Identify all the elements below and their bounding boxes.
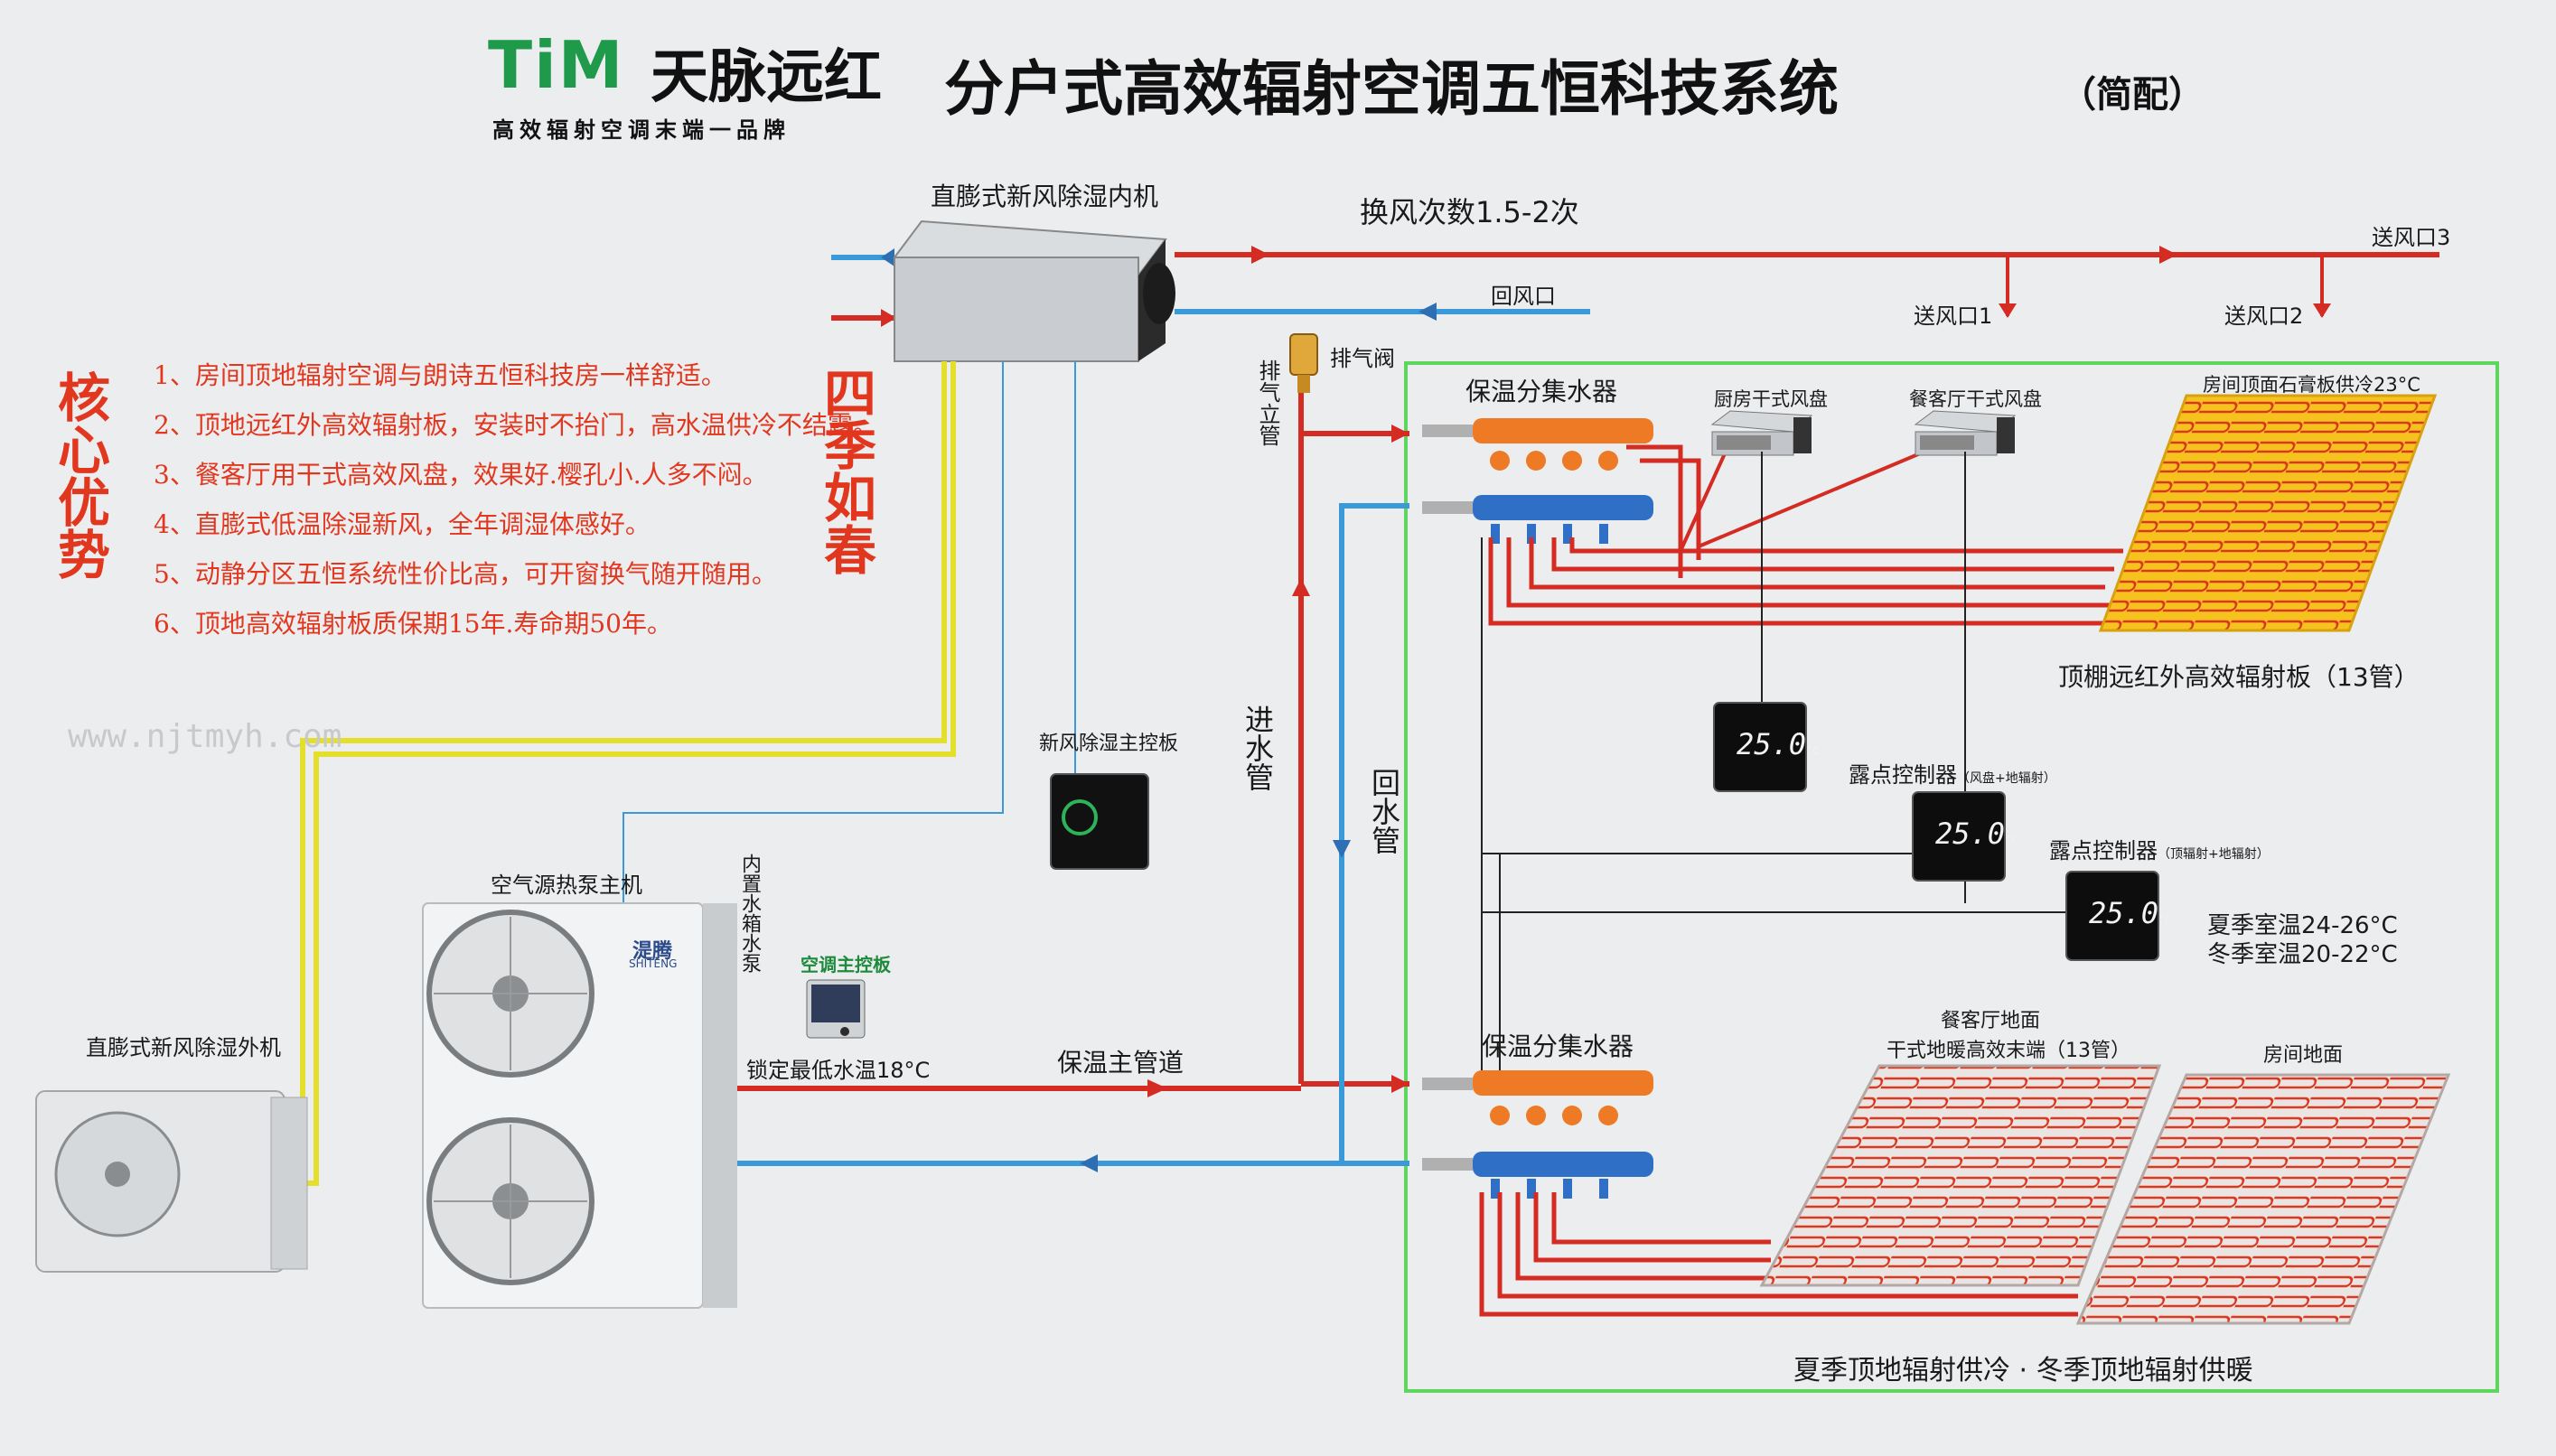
room-floor-panel bbox=[2075, 1073, 2451, 1325]
duct-arrow bbox=[1251, 246, 1269, 264]
thermostat-1-readout: 25.0°C bbox=[1737, 727, 1820, 761]
page-title: 分户式高效辐射空调五恒科技系统 bbox=[944, 53, 1839, 124]
advantage-item: 2、顶地远红外高效辐射板，安装时不抬门，高水温供冷不结露。 bbox=[154, 410, 878, 440]
supply-pipe-label: 进水管 bbox=[1241, 705, 1275, 791]
tank-pump-label: 内置水箱水泵 bbox=[738, 854, 761, 973]
advantage-item: 4、直膨式低温除湿新风，全年调湿体感好。 bbox=[154, 509, 651, 539]
advantage-item: 3、餐客厅用干式高效风盘，效果好.樱孔小.人多不闷。 bbox=[154, 460, 768, 490]
manifold-top-label: 保温分集水器 bbox=[1465, 377, 1618, 406]
thermostat-2-readout: 25.0°C bbox=[1935, 817, 2018, 851]
fresh-air-control-panel bbox=[1050, 773, 1149, 870]
heat-pump-unit bbox=[422, 902, 737, 1309]
thermostat-2 bbox=[1912, 791, 2006, 882]
dew-controller-1-title: 露点控制器 bbox=[1849, 762, 1957, 788]
thermostat-1-unit: °C bbox=[1806, 744, 1820, 757]
fresh-air-outdoor-unit bbox=[35, 1090, 308, 1273]
supply-outlet-1-label: 送风口1 bbox=[1914, 303, 1993, 329]
vent-riser-label: 排气立管 bbox=[1255, 359, 1280, 446]
thermostat-1-value: 25.0 bbox=[1737, 727, 1807, 761]
ceiling-panel-note: 房间顶面石膏板供冷23°C bbox=[2203, 374, 2420, 396]
thermostat-3-unit: °C bbox=[2158, 913, 2172, 926]
dew-controller-1-label: 露点控制器（风盘+地辐射） bbox=[1849, 757, 2056, 789]
brand-slogan: 高效辐射空调末端一品牌 bbox=[492, 117, 791, 143]
living-floor-label-1: 餐客厅地面 bbox=[1941, 1010, 2041, 1032]
vent-valve-label: 排气阀 bbox=[1330, 346, 1395, 371]
outdoor-unit-label: 直膨式新风除湿外机 bbox=[86, 1035, 281, 1060]
advantage-item: 5、动静分区五恒系统性价比高，可开窗换气随开随用。 bbox=[154, 559, 777, 589]
dew-controller-1-note: （风盘+地辐射） bbox=[1957, 771, 2056, 786]
control-wire-unit bbox=[623, 361, 1004, 912]
advantage-item: 1、房间顶地辐射空调与朗诗五恒科技房一样舒适。 bbox=[154, 360, 726, 390]
heat-pump-brand-cn: 湜腾 bbox=[632, 940, 673, 963]
living-fan-coil-graphic bbox=[1914, 410, 2017, 456]
manifold-top-graphic bbox=[1422, 418, 1653, 544]
kitchen-fan-coil-graphic bbox=[1710, 410, 1813, 456]
control-wiring bbox=[1481, 452, 2069, 1070]
ceiling-radiant-panel bbox=[2098, 394, 2438, 632]
duct-arrow bbox=[2159, 246, 2177, 264]
dew-controller-2-label: 露点控制器（顶辐射+地辐射） bbox=[2049, 833, 2270, 864]
indoor-unit-label: 直膨式新风除湿内机 bbox=[931, 182, 1159, 211]
four-seasons-slogan: 四季如春 bbox=[815, 366, 876, 575]
dew-controller-2-note: （顶辐射+地辐射） bbox=[2158, 847, 2270, 862]
room-floor-label: 房间地面 bbox=[2263, 1044, 2344, 1067]
thermostat-3 bbox=[2065, 871, 2159, 961]
website-watermark: www.njtmyh.com bbox=[68, 718, 342, 755]
supply-outlet-3-label: 送风口3 bbox=[2372, 225, 2451, 250]
thermostat-1 bbox=[1713, 702, 1807, 792]
main-pipe-label: 保温主管道 bbox=[1057, 1048, 1184, 1078]
kitchen-fan-coil-label: 厨房干式风盘 bbox=[1714, 388, 1828, 410]
supply-outlet-2-label: 送风口2 bbox=[2224, 303, 2304, 329]
ac-panel-label: 空调主控板 bbox=[801, 954, 891, 975]
thermostat-2-value: 25.0 bbox=[1935, 817, 2006, 851]
living-floor-label-2: 干式地暖高效末端（13管） bbox=[1887, 1040, 2130, 1062]
winter-temp-label: 冬季室温20-22°C bbox=[2207, 941, 2398, 968]
air-change-label: 换风次数1.5-2次 bbox=[1360, 195, 1579, 229]
indoor-zone-border bbox=[1404, 361, 2499, 1393]
fresh-air-indoor-unit bbox=[893, 219, 1175, 362]
thermostat-3-readout: 25.0°C bbox=[2089, 896, 2172, 930]
min-water-temp-label: 锁定最低水温18°C bbox=[746, 1058, 931, 1083]
floor-loops bbox=[1479, 1192, 2078, 1317]
thermostat-3-value: 25.0 bbox=[2089, 896, 2159, 930]
manifold-bottom-label: 保温分集水器 bbox=[1482, 1031, 1634, 1061]
advantage-item: 6、顶地高效辐射板质保期15年.寿命期50年。 bbox=[154, 609, 672, 639]
living-fan-coil-label: 餐客厅干式风盘 bbox=[1909, 388, 2042, 410]
page-title-suffix: （简配） bbox=[2060, 73, 2205, 116]
return-air-label: 回风口 bbox=[1491, 284, 1556, 309]
dew-controller-2-title: 露点控制器 bbox=[2049, 838, 2158, 863]
return-pipe-label: 回水管 bbox=[1367, 768, 1401, 854]
thermostat-2-unit: °C bbox=[2005, 834, 2018, 846]
bottom-caption: 夏季顶地辐射供冷 · 冬季顶地辐射供暖 bbox=[1793, 1355, 2253, 1386]
brand-name: 天脉远红 bbox=[651, 44, 882, 111]
advantages-heading: 核心优势 bbox=[49, 370, 110, 580]
ceiling-loops bbox=[1488, 444, 2123, 626]
heat-pump-label: 空气源热泵主机 bbox=[491, 873, 642, 898]
heat-pump-brand-en: SHITENG bbox=[629, 957, 678, 970]
ceiling-panel-label: 顶棚远红外高效辐射板（13管） bbox=[2058, 662, 2420, 692]
brand-logo: TiM bbox=[488, 27, 625, 103]
advantages-list: 1、房间顶地辐射空调与朗诗五恒科技房一样舒适。 2、顶地远红外高效辐射板，安装时… bbox=[154, 350, 878, 649]
manifold-bottom-graphic bbox=[1422, 1070, 1653, 1199]
fresh-air-panel-label: 新风除湿主控板 bbox=[1039, 733, 1179, 755]
summer-temp-label: 夏季室温24-26°C bbox=[2207, 912, 2398, 939]
vent-valve bbox=[1289, 333, 1318, 376]
living-floor-panel bbox=[1759, 1064, 2162, 1287]
